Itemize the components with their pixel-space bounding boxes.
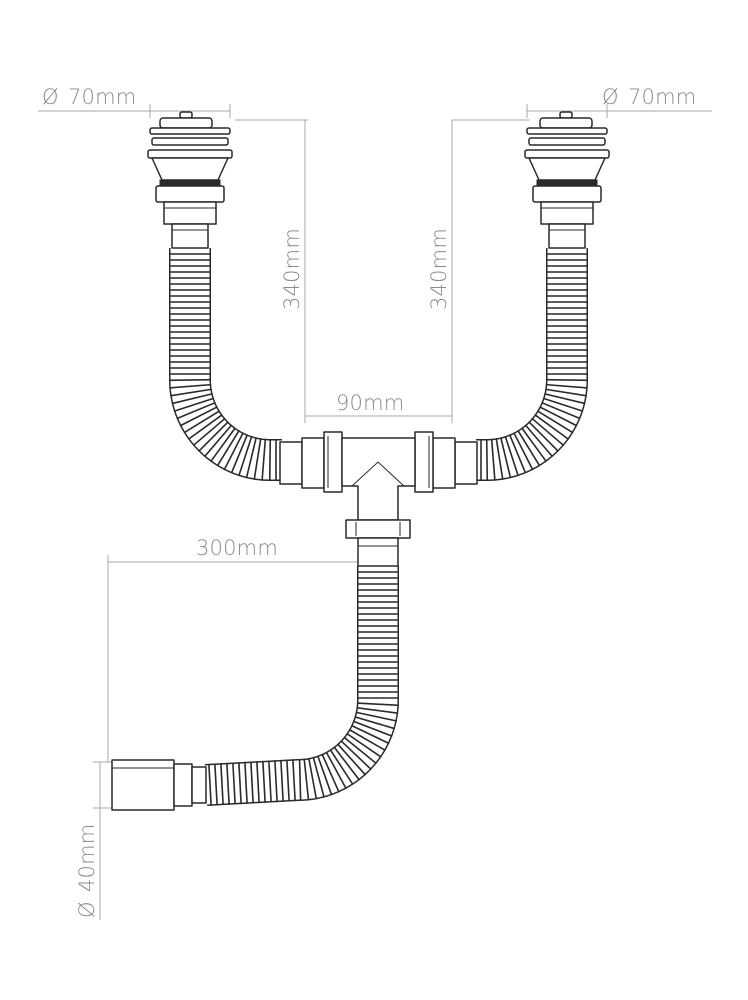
left-diameter-label: 70mm [68, 85, 136, 109]
outlet-diameter-label: 40mm [75, 824, 99, 892]
right-basket-strainer [524, 111, 610, 249]
center-width-label: 90mm [336, 391, 404, 415]
corrugated-hoses [168, 228, 589, 806]
dimension-lines [38, 104, 712, 920]
outlet-length-label: 300mm [196, 536, 278, 560]
outlet-tailpiece [111, 759, 207, 811]
right-height-label: 340mm [427, 228, 451, 310]
left-corrugated-hose [168, 228, 302, 482]
dim-label-left-diameter: Ø 70mm [42, 85, 136, 109]
left-height-label: 340mm [280, 228, 304, 310]
diameter-icon: Ø [42, 85, 59, 109]
diameter-icon: Ø [602, 85, 619, 109]
right-corrugated-hose [456, 228, 589, 482]
right-diameter-label: 70mm [628, 85, 696, 109]
tee-connector [279, 431, 478, 567]
outlet-corrugated-hose [186, 546, 399, 806]
dim-label-outlet-diameter: Ø 40mm [75, 824, 99, 918]
diameter-icon: Ø [75, 901, 99, 918]
left-basket-strainer [147, 111, 233, 249]
dim-label-right-diameter: Ø 70mm [602, 85, 696, 109]
